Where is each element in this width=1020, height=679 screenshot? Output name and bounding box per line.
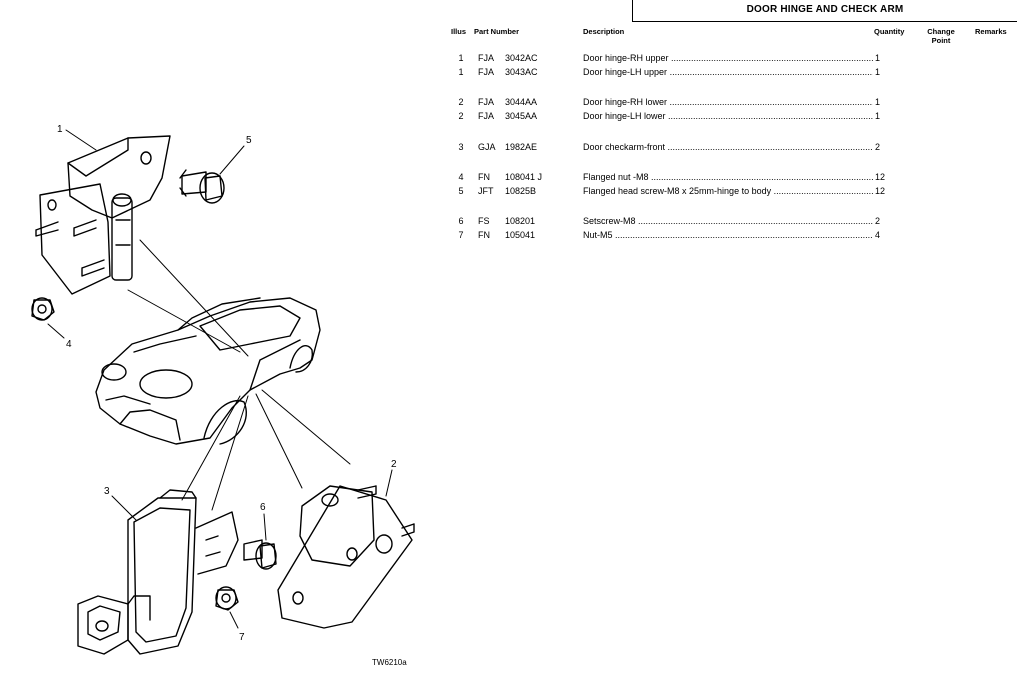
row-part-number: 3042AC	[505, 53, 538, 63]
header-quantity: Quantity	[874, 27, 905, 36]
row-illus: 2	[458, 111, 464, 121]
row-prefix: JFT	[478, 186, 494, 196]
callout-6: 6	[260, 502, 266, 513]
row-illus: 2	[458, 97, 464, 107]
row-quantity: 1	[875, 53, 881, 63]
row-prefix: FN	[478, 230, 490, 240]
row-part-number: 3043AC	[505, 67, 538, 77]
row-illus: 6	[458, 216, 464, 226]
row-quantity: 1	[875, 67, 881, 77]
projection-lines	[127, 239, 351, 511]
callout-7: 7	[239, 632, 245, 643]
row-illus: 5	[458, 186, 464, 196]
row-part-number: 105041	[505, 230, 536, 240]
car-drawing	[95, 297, 321, 445]
callout-5: 5	[246, 135, 252, 146]
table-row: 6 FS 108201 Setscrew-M8 2	[0, 216, 1020, 229]
row-description: Door hinge-LH lower	[583, 111, 873, 121]
check-arm-drawing	[77, 489, 239, 655]
flanged-screw-drawing	[179, 169, 225, 204]
row-part-number: 108041 J	[505, 172, 543, 182]
row-quantity: 12	[875, 172, 886, 182]
page-title: DOOR HINGE AND CHECK ARM	[746, 4, 904, 15]
row-quantity: 1	[875, 111, 881, 121]
table-row: 1 FJA 3043AC Door hinge-LH upper 1	[0, 67, 1020, 80]
table-row: 5 JFT 10825B Flanged head screw-M8 x 25m…	[0, 186, 1020, 199]
table-row: 4 FN 108041 J Flanged nut -M8 12	[0, 172, 1020, 185]
callout-2: 2	[391, 459, 397, 470]
row-prefix: GJA	[478, 142, 496, 152]
table-row: 7 FN 105041 Nut-M5 4	[0, 230, 1020, 243]
row-quantity: 2	[875, 142, 881, 152]
table-row: 3 GJA 1982AE Door checkarm-front 2	[0, 142, 1020, 155]
title-box: DOOR HINGE AND CHECK ARM	[632, 0, 1017, 22]
row-illus: 1	[458, 67, 464, 77]
row-part-number: 108201	[505, 216, 536, 226]
row-prefix: FS	[478, 216, 490, 226]
illustration-code: TW6210a	[372, 658, 407, 667]
row-description: Setscrew-M8	[583, 216, 873, 226]
row-illus: 1	[458, 53, 464, 63]
row-prefix: FJA	[478, 111, 495, 121]
exploded-diagram: 1 2 3 4 5 6 7	[31, 124, 415, 655]
row-illus: 3	[458, 142, 464, 152]
flanged-nut-drawing	[31, 297, 55, 321]
row-prefix: FJA	[478, 97, 495, 107]
row-part-number: 3045AA	[505, 111, 538, 121]
row-quantity: 1	[875, 97, 881, 107]
row-description: Door hinge-LH upper	[583, 67, 873, 77]
row-description: Door hinge-RH upper	[583, 53, 873, 63]
row-description: Nut-M5	[583, 230, 873, 240]
row-prefix: FJA	[478, 67, 495, 77]
table-row: 1 FJA 3042AC Door hinge-RH upper 1	[0, 53, 1020, 66]
row-quantity: 2	[875, 216, 881, 226]
header-description: Description	[583, 27, 625, 36]
row-part-number: 10825B	[505, 186, 537, 196]
row-prefix: FN	[478, 172, 490, 182]
table-row: 2 FJA 3044AA Door hinge-RH lower 1	[0, 97, 1020, 110]
lower-hinge-drawing	[277, 485, 415, 629]
row-prefix: FJA	[478, 53, 495, 63]
row-illus: 4	[458, 172, 464, 182]
upper-hinge-drawing	[35, 135, 171, 295]
callout-4: 4	[66, 339, 72, 350]
nut-drawing	[215, 586, 239, 611]
row-quantity: 12	[875, 186, 886, 196]
table-row: 2 FJA 3045AA Door hinge-LH lower 1	[0, 111, 1020, 124]
row-description: Door hinge-RH lower	[583, 97, 873, 107]
row-part-number: 1982AE	[505, 142, 538, 152]
header-change-point: Change Point	[927, 27, 955, 45]
header-remarks: Remarks	[975, 27, 1007, 36]
row-description: Flanged head screw-M8 x 25mm-hinge to bo…	[583, 186, 873, 196]
header-illus: Illus	[451, 27, 467, 36]
callout-1: 1	[57, 124, 63, 135]
row-part-number: 3044AA	[505, 97, 538, 107]
row-illus: 7	[458, 230, 464, 240]
row-description: Door checkarm-front	[583, 142, 873, 152]
row-quantity: 4	[875, 230, 881, 240]
setscrew-drawing	[243, 539, 277, 570]
header-part-number: Part Number	[474, 27, 520, 36]
callout-3: 3	[104, 486, 110, 497]
leader-lines	[47, 129, 393, 629]
row-description: Flanged nut -M8	[583, 172, 873, 182]
